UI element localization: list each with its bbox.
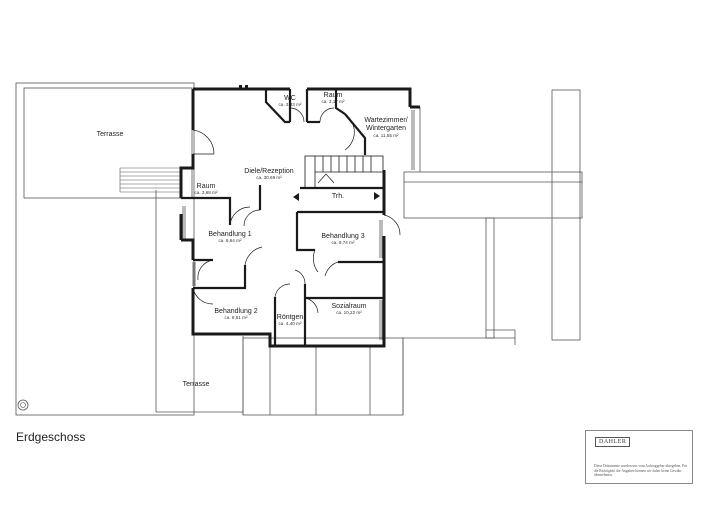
label-terrasse-bottom: Terrasse <box>183 381 210 388</box>
room-area-roentgen: ca. 4,40 m² <box>279 321 302 326</box>
terrace-outlines <box>15 82 404 416</box>
room-name-behandlung1: Behandlung 1 <box>208 231 251 238</box>
brand-logo: DAHLER <box>595 437 631 447</box>
windows <box>182 110 415 340</box>
room-area-behandlung1: ca. 9,64 m² <box>219 238 242 243</box>
room-name-raum-top: Raum <box>324 92 343 99</box>
label-terrasse-top: Terrasse <box>97 131 124 138</box>
room-area-behandlung2: ca. 8,51 m² <box>225 315 248 320</box>
room-area-raum-top: ca. 3,17 m² <box>322 99 345 104</box>
room-name-wartezimmer-2: Wintergarten <box>366 125 406 132</box>
room-name-behandlung2: Behandlung 2 <box>214 308 257 315</box>
room-name-behandlung3: Behandlung 3 <box>321 233 364 240</box>
room-name-raum-left: Raum <box>197 183 216 190</box>
door-swings <box>192 107 401 314</box>
room-area-wc: ca. 3,33 m² <box>279 102 302 107</box>
room-area-sozialraum: ca. 10,22 m² <box>336 310 362 315</box>
wall-markers <box>239 85 248 88</box>
room-name-sozialraum: Sozialraum <box>331 303 366 310</box>
room-area-wartezimmer: ca. 11,55 m² <box>373 133 399 138</box>
room-name-wc: WC <box>284 95 296 102</box>
interior-stair <box>304 155 384 189</box>
carport-structure <box>403 89 583 345</box>
room-area-diele: ca. 30,69 m² <box>256 175 282 180</box>
room-name-roentgen: Röntgen <box>277 314 304 321</box>
room-area-raum-left: ca. 3,68 m² <box>195 190 218 195</box>
terrace-stairs <box>119 167 180 193</box>
room-name-diele: Diele/Rezeption <box>244 168 294 175</box>
room-area-behandlung3: ca. 9,74 m² <box>332 240 355 245</box>
label-trh: Trh. <box>332 193 344 200</box>
terrace-post-icon <box>17 399 29 411</box>
room-name-wartezimmer-1: Wartezimmer/ <box>364 117 407 124</box>
room-labels: WC ca. 3,33 m² Raum ca. 3,17 m² Wartezim… <box>97 92 408 388</box>
disclaimer-text: Diese Dokumente wurden uns vom Auftragge… <box>594 464 688 478</box>
floor-title: Erdgeschoss <box>16 430 86 444</box>
arrow-icons <box>293 192 380 201</box>
logo-box: DAHLER Diese Dokumente wurden uns vom Au… <box>585 430 693 484</box>
